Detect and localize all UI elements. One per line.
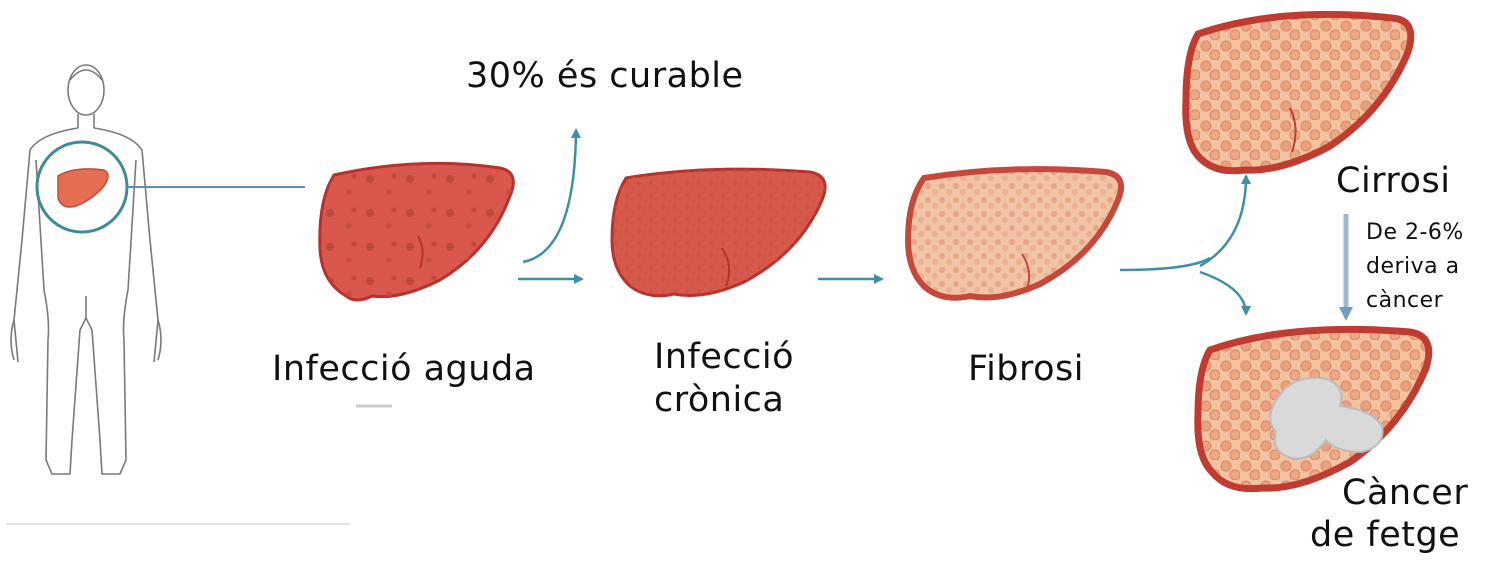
label-fibrosis: Fibrosi xyxy=(968,349,1085,389)
label-liver-cancer-line1: Càncer xyxy=(1342,473,1469,513)
liver-chronic xyxy=(610,167,827,298)
progression-arrows xyxy=(518,128,1251,316)
label-curable: 30% és curable xyxy=(466,56,744,96)
label-cirrhosis: Cirrosi xyxy=(1336,161,1451,201)
label-cancer-risk-line1: De 2-6% xyxy=(1366,220,1464,245)
label-cancer-risk-line2: deriva a xyxy=(1366,254,1460,279)
liver-fibrosis xyxy=(904,166,1124,301)
liver-acute xyxy=(318,161,515,302)
arrow-split-to-cirrhosis xyxy=(1199,174,1251,268)
liver-cancer xyxy=(1194,325,1433,493)
arrow-fibrosis-split xyxy=(1119,256,1211,272)
label-cancer-risk-line3: càncer xyxy=(1366,288,1444,313)
label-acute-infection: Infecció aguda xyxy=(272,349,536,389)
label-liver-cancer-line2: de fetge xyxy=(1310,515,1461,555)
body-liver-icon xyxy=(57,168,109,208)
human-body-outline-icon xyxy=(10,64,162,475)
liver-cirrhosis xyxy=(1182,10,1415,175)
label-chronic-infection-line1: Infecció xyxy=(654,337,794,377)
arrow-split-to-cancer xyxy=(1199,270,1251,316)
arrow-acute-to-curable xyxy=(522,128,581,264)
tumor-mass xyxy=(1269,376,1384,460)
label-chronic-infection-line2: crònica xyxy=(654,380,785,420)
